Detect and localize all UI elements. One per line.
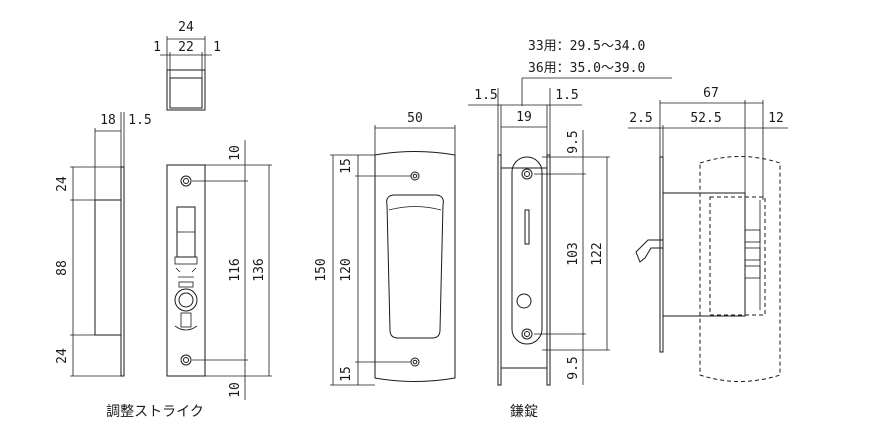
dim-pull-width: 50 bbox=[407, 111, 423, 126]
caption-lock: 鎌錠 bbox=[510, 404, 538, 420]
pull-recess bbox=[386, 194, 444, 339]
note-36: 36用：35.0〜39.0 bbox=[528, 61, 645, 76]
hook-bolt-slot bbox=[524, 209, 530, 245]
strike-front-plate bbox=[166, 164, 206, 377]
strike-top-view: 24 22 1 1 bbox=[153, 20, 221, 111]
pull-plate-view: 50 150 15 120 15 bbox=[314, 111, 456, 386]
dim-front-height: 136 bbox=[252, 258, 267, 281]
release-button-icon bbox=[516, 293, 532, 309]
dim-side-total: 67 bbox=[703, 86, 719, 101]
pull-plate-outline bbox=[374, 151, 456, 382]
dim-side-depth: 18 bbox=[100, 113, 116, 128]
lock-front-view: 33用：29.5〜34.0 36用：35.0〜39.0 1.5 1.5 19 9… bbox=[468, 39, 672, 386]
dim-lock-top-margin: 9.5 bbox=[566, 130, 581, 153]
dim-lock-left: 1.5 bbox=[474, 88, 497, 103]
dim-pull-height: 150 bbox=[314, 258, 329, 281]
dim-pull-bottom-margin: 15 bbox=[339, 366, 354, 382]
dim-top-inner: 22 bbox=[178, 40, 194, 55]
strike-side-view: 18 1.5 24 88 24 bbox=[55, 112, 152, 377]
dim-pull-inner: 120 bbox=[339, 258, 354, 281]
dim-side-upper: 24 bbox=[55, 176, 70, 192]
lock-side-ghost-plate bbox=[699, 156, 781, 382]
rotate-arrow-icon bbox=[174, 325, 198, 331]
caption-strike: 調整ストライク bbox=[106, 404, 204, 420]
strike-top-inner bbox=[169, 77, 203, 109]
lock-faceplate bbox=[511, 156, 543, 345]
lock-side-inner bbox=[709, 196, 766, 316]
strike-side-box bbox=[94, 199, 122, 336]
lock-body bbox=[500, 167, 548, 369]
dim-top-right: 1 bbox=[213, 40, 221, 55]
dim-side-right: 12 bbox=[768, 111, 784, 126]
dim-side-middle: 88 bbox=[55, 260, 70, 276]
lock-side-view: 67 2.5 52.5 12 bbox=[628, 86, 788, 382]
strike-side-plate bbox=[120, 166, 125, 377]
dim-top-total: 24 bbox=[178, 20, 194, 35]
dim-lock-bottom-margin: 9.5 bbox=[566, 356, 581, 379]
dim-lock-height: 122 bbox=[590, 242, 605, 265]
lock-side-case bbox=[662, 192, 746, 317]
dim-pull-top-margin: 15 bbox=[339, 158, 354, 174]
dim-top-left: 1 bbox=[153, 40, 161, 55]
dim-front-hole-pitch: 116 bbox=[228, 258, 243, 281]
strike-front-view: 10 116 136 10 bbox=[166, 140, 272, 400]
dim-front-bottom-margin: 10 bbox=[228, 382, 243, 398]
dim-lock-width: 19 bbox=[516, 110, 532, 125]
dim-side-lower: 24 bbox=[55, 348, 70, 364]
adjust-arrow-icon bbox=[175, 267, 197, 278]
dim-lock-right: 1.5 bbox=[555, 88, 578, 103]
dim-side-left: 2.5 bbox=[629, 111, 652, 126]
strike-top-outline bbox=[166, 69, 206, 111]
dim-front-top-margin: 10 bbox=[228, 145, 243, 161]
dim-side-middle: 52.5 bbox=[690, 111, 721, 126]
note-33: 33用：29.5〜34.0 bbox=[528, 39, 645, 54]
dim-lock-hole-pitch: 103 bbox=[566, 242, 581, 265]
dim-side-thickness: 1.5 bbox=[128, 113, 151, 128]
hook-bolt-icon bbox=[635, 239, 663, 263]
